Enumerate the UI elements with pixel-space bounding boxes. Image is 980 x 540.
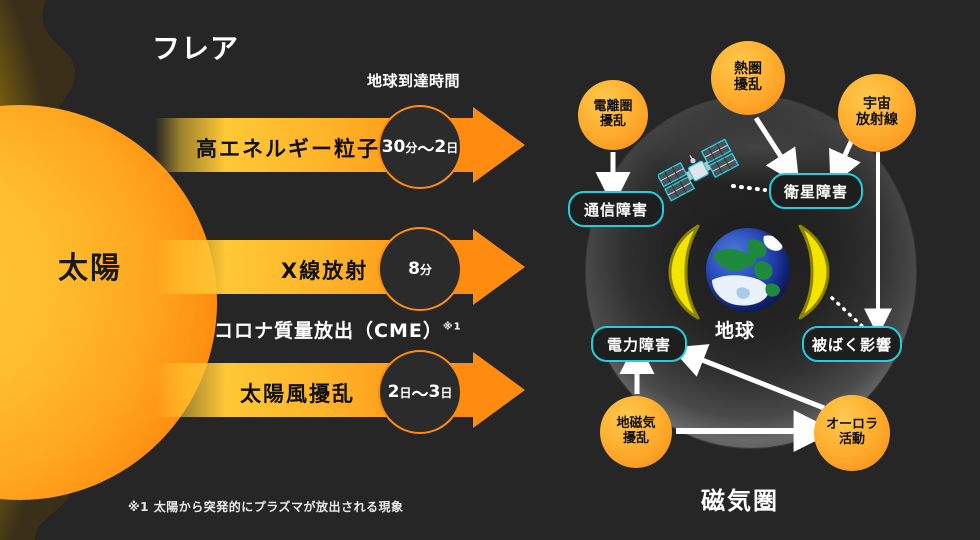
emission-label-1: 高エネルギー粒子 bbox=[196, 137, 380, 161]
travel-time-unit-2a: 分 bbox=[419, 262, 432, 277]
cme-footnote-mark: ※1 bbox=[442, 321, 462, 333]
source-node-geomagnetic[interactable]: 地磁気 擾乱 bbox=[600, 396, 672, 468]
travel-time-value-2: 8 bbox=[408, 259, 420, 279]
travel-time-header: 地球到達時間 bbox=[367, 72, 461, 90]
source-node-aurora-line2: 活動 bbox=[838, 432, 865, 447]
source-node-thermosphere[interactable]: 熱圏 擾乱 bbox=[711, 41, 785, 115]
emission-label-2: X線放射 bbox=[281, 259, 369, 283]
travel-time-value-1: 30 bbox=[381, 137, 406, 157]
travel-time-value-3b: 3 bbox=[428, 382, 441, 402]
source-node-thermosphere-line2: 擾乱 bbox=[734, 77, 762, 93]
source-node-aurora[interactable]: オーロラ 活動 bbox=[814, 395, 890, 471]
radiation-belt-right-icon bbox=[798, 224, 830, 320]
source-node-ionosphere[interactable]: 電離圏 擾乱 bbox=[578, 80, 648, 150]
source-node-aurora-line1: オーロラ bbox=[825, 417, 878, 433]
travel-time-unit-3a: 日 bbox=[399, 385, 412, 400]
earth-globe-icon bbox=[706, 228, 790, 312]
source-node-cosmic-ray-line1: 宇宙 bbox=[863, 96, 891, 113]
arrow-head bbox=[473, 229, 525, 305]
effect-box-power-grid[interactable]: 電力障害 bbox=[591, 326, 687, 362]
effect-box-satellite[interactable]: 衛星障害 bbox=[769, 173, 863, 209]
satellite-icon bbox=[658, 138, 740, 202]
travel-time-sep-3: 〜 bbox=[411, 384, 429, 405]
effect-box-radiation-exposure[interactable]: 被ばく影響 bbox=[802, 326, 902, 362]
source-node-geomagnetic-line1: 地磁気 bbox=[616, 416, 656, 432]
travel-time-sep-1: 〜 bbox=[417, 139, 435, 160]
emission-label-3: 太陽風擾乱 bbox=[240, 382, 355, 406]
travel-time-unit-1a: 分 bbox=[405, 140, 418, 155]
footnote-text: ※1 太陽から突発的にプラズマが放出される現象 bbox=[128, 500, 404, 514]
cme-label-text: コロナ質量放出（CME） bbox=[214, 320, 443, 342]
travel-time-value-1b: 2 bbox=[434, 137, 447, 157]
travel-time-value-3: 2 bbox=[387, 382, 400, 402]
source-node-thermosphere-line1: 熱圏 bbox=[734, 61, 762, 78]
source-node-ionosphere-line2: 擾乱 bbox=[599, 114, 626, 129]
source-node-ionosphere-line1: 電離圏 bbox=[593, 99, 633, 115]
arrow-head bbox=[473, 352, 525, 428]
source-node-cosmic-ray[interactable]: 宇宙 放射線 bbox=[838, 74, 916, 152]
radiation-belt-left-icon bbox=[668, 224, 700, 320]
arrow-head bbox=[473, 107, 525, 183]
travel-time-unit-3b: 日 bbox=[440, 385, 453, 400]
effect-box-communication[interactable]: 通信障害 bbox=[568, 191, 664, 227]
cme-label: コロナ質量放出（CME）※1 bbox=[214, 316, 462, 343]
earth-label: 地球 bbox=[715, 320, 756, 342]
sun-label: 太陽 bbox=[58, 251, 122, 286]
magnetosphere-label: 磁気圏 bbox=[701, 487, 779, 515]
travel-time-unit-1b: 日 bbox=[446, 140, 459, 155]
source-node-cosmic-ray-line2: 放射線 bbox=[856, 112, 898, 128]
source-node-geomagnetic-line2: 擾乱 bbox=[622, 431, 649, 446]
flare-label: フレア bbox=[152, 32, 240, 65]
